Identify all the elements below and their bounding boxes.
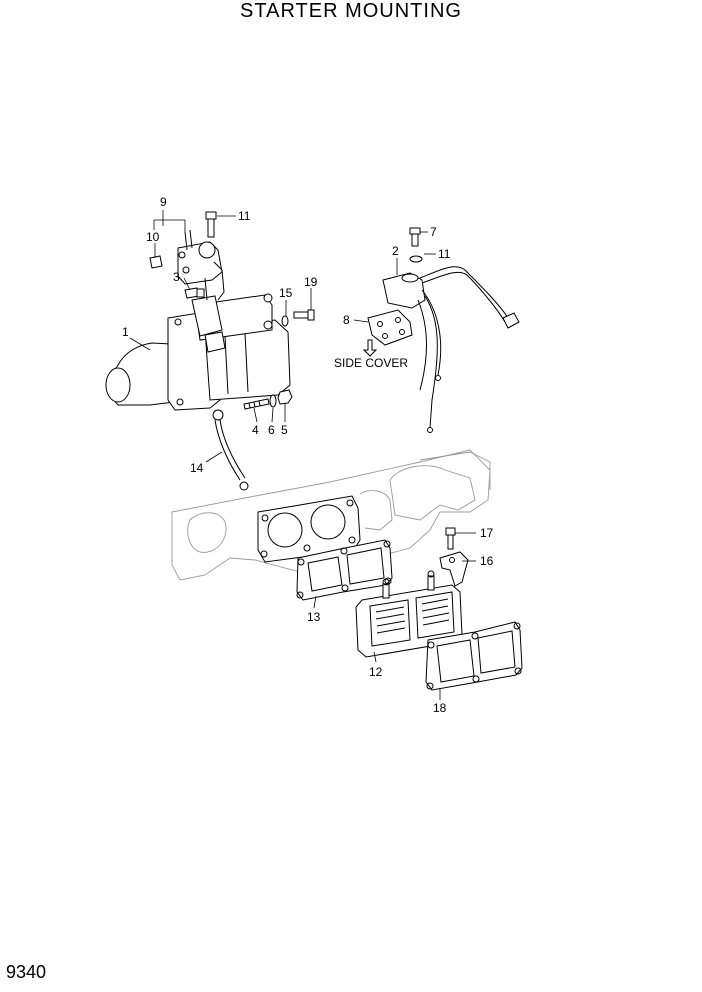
manifold-flange (257, 495, 361, 563)
gasket-18 (425, 621, 523, 691)
leader-lines (129, 210, 476, 700)
side-cover-plate-8 (367, 309, 413, 346)
washer-15 (281, 315, 289, 327)
callout-labels: 1 9 10 11 3 15 19 4 6 5 14 2 7 11 8 SIDE… (122, 195, 494, 715)
side-cover-arrow (362, 339, 378, 357)
exhaust-manifold-outline (171, 449, 491, 581)
callout-9: 9 (160, 195, 167, 209)
callout-14: 14 (190, 461, 204, 475)
callout-3: 3 (173, 270, 180, 284)
callout-10: 10 (146, 230, 160, 244)
callout-15: 15 (279, 286, 293, 300)
washer-6 (269, 394, 277, 408)
callout-18: 18 (433, 701, 447, 715)
callout-11-right: 11 (438, 247, 451, 261)
gasket-13 (296, 539, 393, 601)
stud-4 (243, 398, 270, 410)
heater-relay-2 (382, 255, 520, 433)
relay-assembly (149, 229, 225, 301)
bolt-7 (409, 227, 421, 247)
callout-13: 13 (307, 610, 321, 624)
callout-19: 19 (304, 275, 318, 289)
callout-12: 12 (369, 665, 383, 679)
starter-motor-1 (105, 293, 291, 421)
callout-11-top: 11 (238, 209, 251, 223)
bracket-16 (439, 551, 469, 587)
bolt-19 (293, 309, 315, 321)
callout-4: 4 (252, 423, 259, 437)
ground-cable-14 (214, 419, 249, 491)
page-number: 9340 (6, 962, 47, 982)
bolt-11-top (205, 211, 217, 238)
callout-16: 16 (480, 554, 494, 568)
bolt-17 (445, 527, 456, 550)
side-cover-label: SIDE COVER (334, 356, 408, 370)
callout-2: 2 (392, 244, 399, 258)
bolt-3 (184, 287, 205, 299)
callout-17: 17 (480, 526, 494, 540)
callout-6: 6 (268, 423, 275, 437)
callout-8: 8 (343, 313, 350, 327)
callout-1: 1 (122, 325, 129, 339)
page-title: STARTER MOUNTING (240, 0, 462, 22)
nut-5 (277, 389, 293, 405)
callout-5: 5 (281, 423, 288, 437)
callout-7: 7 (430, 225, 437, 239)
